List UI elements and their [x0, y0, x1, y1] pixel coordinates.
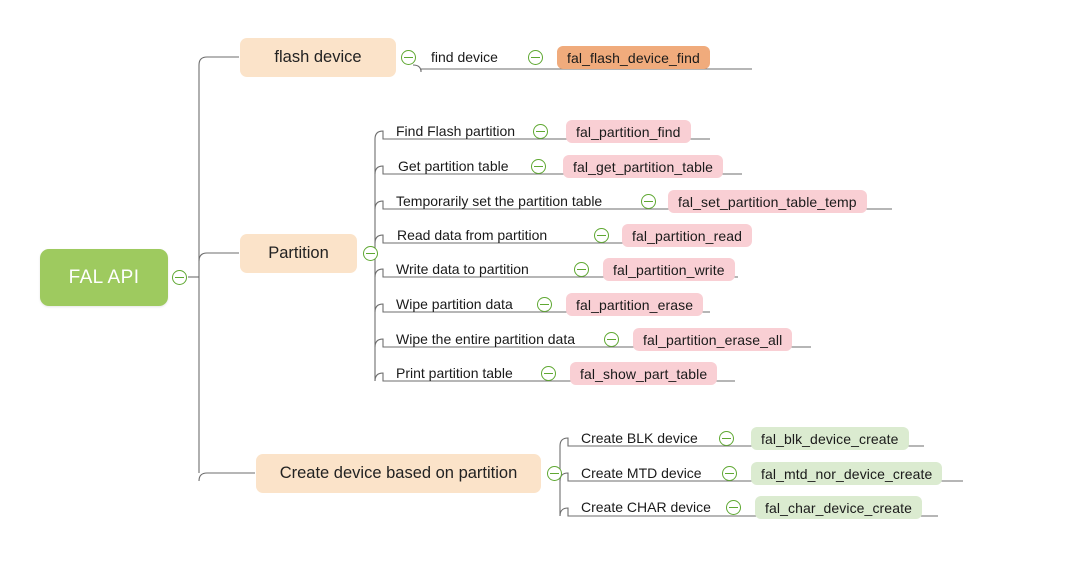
branch-node-flash-device[interactable]: flash device [240, 38, 396, 77]
leaf-label-mtd-device: Create MTD device [581, 465, 702, 481]
collapse-toggle-find-flash-partition[interactable] [533, 124, 548, 139]
collapse-toggle-set-partition-table-temp[interactable] [641, 194, 656, 209]
api-chip-fal-mtd-nor-device-create[interactable]: fal_mtd_nor_device_create [751, 462, 943, 485]
collapse-toggle-blk-device[interactable] [719, 431, 734, 446]
api-chip-fal-set-partition-table-temp[interactable]: fal_set_partition_table_temp [668, 190, 867, 213]
leaf-label-find-device: find device [431, 49, 498, 65]
leaf-label-blk-device: Create BLK device [581, 430, 698, 446]
leaf-label-partition-erase-all: Wipe the entire partition data [396, 331, 575, 347]
collapse-toggle-create-device[interactable] [547, 466, 562, 481]
api-chip-fal-partition-find[interactable]: fal_partition_find [566, 120, 691, 143]
api-chip-fal-char-device-create[interactable]: fal_char_device_create [755, 496, 922, 519]
collapse-toggle-char-device[interactable] [726, 500, 741, 515]
collapse-toggle-get-partition-table[interactable] [531, 159, 546, 174]
branch-node-label: flash device [274, 48, 362, 66]
branch-node-label: Partition [268, 244, 329, 262]
leaf-label-partition-write: Write data to partition [396, 261, 529, 277]
collapse-toggle-mtd-device[interactable] [722, 466, 737, 481]
branch-node-create-device[interactable]: Create device based on partition [256, 454, 541, 493]
api-chip-fal-show-part-table[interactable]: fal_show_part_table [570, 362, 718, 385]
api-chip-fal-blk-device-create[interactable]: fal_blk_device_create [751, 427, 909, 450]
collapse-toggle-partition-write[interactable] [574, 262, 589, 277]
leaf-label-set-partition-table-temp: Temporarily set the partition table [396, 193, 603, 209]
leaf-label-partition-read: Read data from partition [397, 227, 548, 243]
leaf-label-get-partition-table: Get partition table [398, 158, 509, 174]
api-chip-fal-partition-read[interactable]: fal_partition_read [622, 224, 752, 247]
collapse-toggle-root[interactable] [172, 270, 187, 285]
leaf-label-char-device: Create CHAR device [581, 499, 711, 515]
collapse-toggle-flash-device[interactable] [401, 50, 416, 65]
leaf-label-partition-erase: Wipe partition data [396, 296, 513, 312]
api-chip-fal-partition-erase-all[interactable]: fal_partition_erase_all [633, 328, 793, 351]
collapse-toggle-partition-erase-all[interactable] [604, 332, 619, 347]
branch-node-label: Create device based on partition [279, 464, 518, 482]
api-chip-fal-flash-device-find[interactable]: fal_flash_device_find [557, 46, 710, 69]
leaf-label-find-flash-partition: Find Flash partition [396, 123, 516, 139]
root-node-fal-api[interactable]: FAL API [40, 249, 168, 306]
api-chip-fal-get-partition-table[interactable]: fal_get_partition_table [563, 155, 724, 178]
collapse-toggle-find-device[interactable] [528, 50, 543, 65]
root-node-label: FAL API [68, 266, 140, 288]
api-chip-fal-partition-erase[interactable]: fal_partition_erase [566, 293, 704, 316]
leaf-label-show-part-table: Print partition table [396, 365, 513, 381]
api-chip-fal-partition-write[interactable]: fal_partition_write [603, 258, 735, 281]
collapse-toggle-show-part-table[interactable] [541, 366, 556, 381]
collapse-toggle-partition-read[interactable] [594, 228, 609, 243]
collapse-toggle-partition[interactable] [363, 246, 378, 261]
branch-node-partition[interactable]: Partition [240, 234, 357, 273]
collapse-toggle-partition-erase[interactable] [537, 297, 552, 312]
